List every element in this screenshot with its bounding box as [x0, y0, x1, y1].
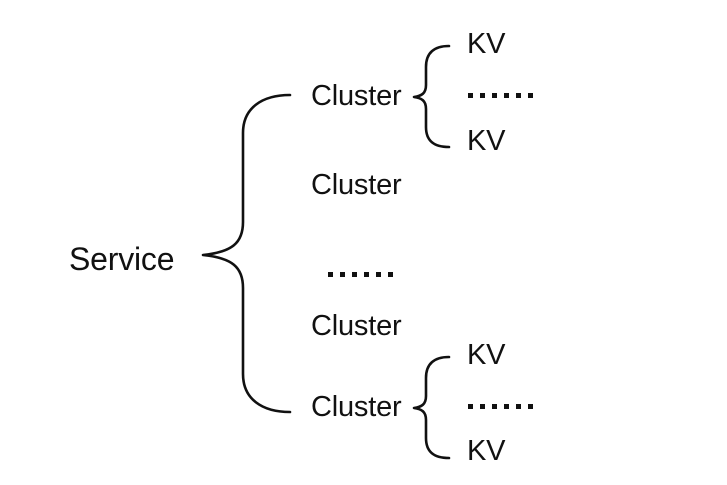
cluster-1-kv-brace [412, 44, 451, 149]
kv-label-2: KV [467, 125, 506, 157]
service-label: Service [69, 241, 175, 277]
kv-ellipsis-bottom [468, 404, 533, 409]
cluster-ellipsis [328, 272, 393, 277]
cluster-label-1: Cluster [311, 80, 402, 112]
cluster-label-2: Cluster [311, 169, 402, 201]
kv-label-4: KV [467, 435, 506, 467]
kv-label-3: KV [467, 339, 506, 371]
service-brace [201, 93, 292, 414]
kv-label-1: KV [467, 28, 506, 60]
cluster-4-kv-brace [412, 355, 451, 460]
cluster-label-3: Cluster [311, 310, 402, 342]
cluster-label-4: Cluster [311, 391, 402, 423]
kv-ellipsis-top [468, 93, 533, 98]
